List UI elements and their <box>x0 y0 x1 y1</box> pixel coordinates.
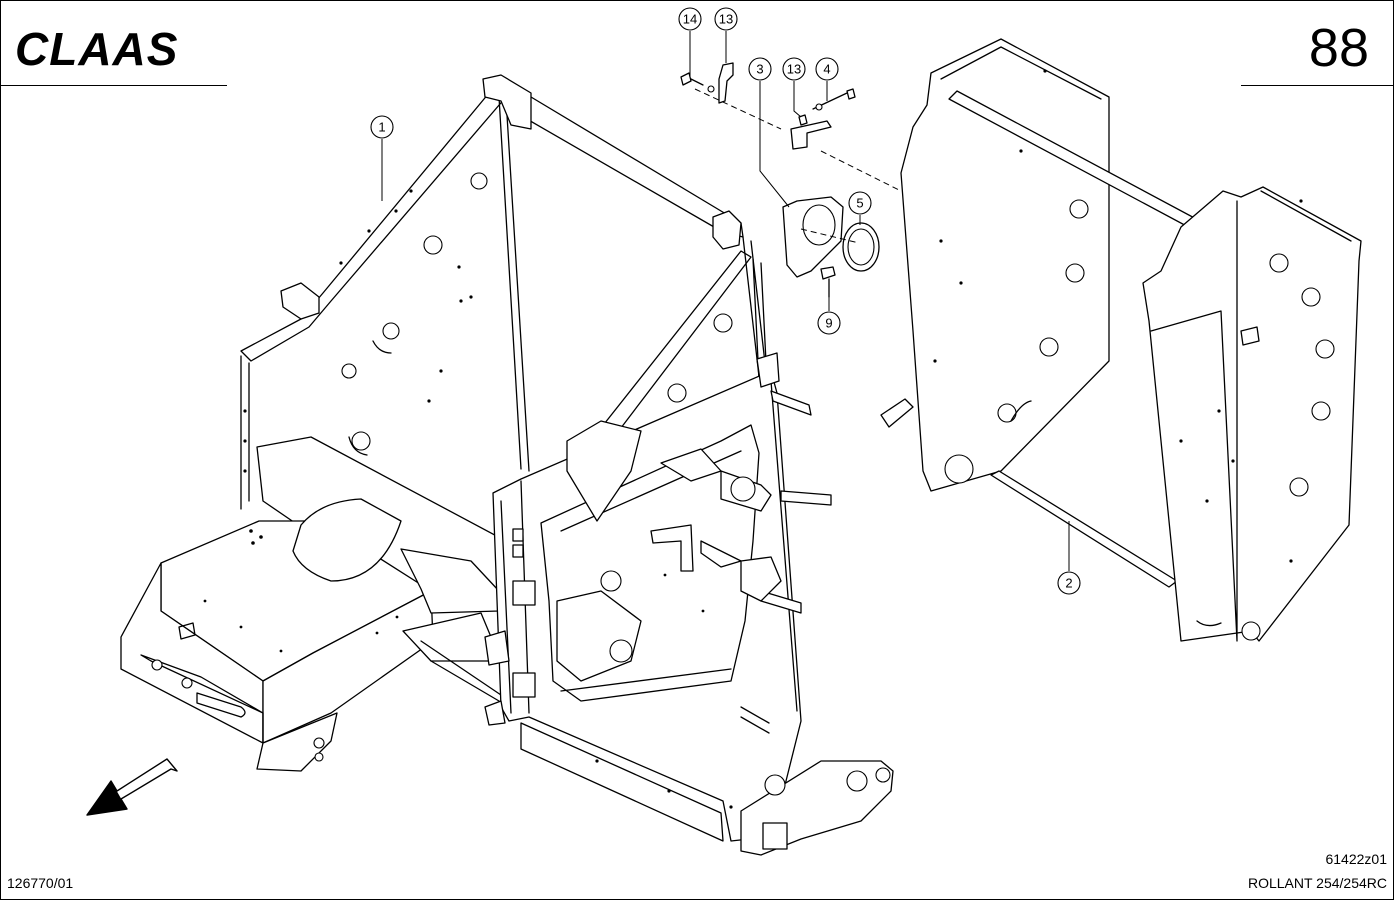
callout-9: 9 <box>817 311 841 335</box>
drawing-reference: 61422z01 <box>1325 851 1387 867</box>
lower-chassis <box>120 436 522 772</box>
callout-label: 5 <box>856 196 863 211</box>
callout-3: 3 <box>748 57 772 81</box>
claas-logo: CLAAS <box>15 23 178 73</box>
document-number: 126770/01 <box>7 875 74 891</box>
callout-4: 4 <box>815 57 839 81</box>
callout-label: 2 <box>1065 576 1072 591</box>
callout-13-upper: 13 <box>714 7 738 31</box>
header-rule-right <box>1241 85 1393 86</box>
callout-label: 3 <box>756 62 763 77</box>
callout-label: 1 <box>378 120 385 135</box>
callout-label: 14 <box>683 12 697 27</box>
callout-label: 13 <box>787 62 801 77</box>
callout-13-lower: 13 <box>782 57 806 81</box>
hardware-group <box>680 62 902 298</box>
callout-label: 9 <box>825 316 832 331</box>
header-rule-left <box>1 85 227 86</box>
callout-leaders <box>381 31 1070 571</box>
right-side-frame <box>880 38 1362 642</box>
callout-label: 13 <box>719 12 733 27</box>
callout-2: 2 <box>1057 571 1081 595</box>
direction-arrow-icon <box>86 758 178 816</box>
callout-label: 4 <box>823 62 830 77</box>
model-name: ROLLANT 254/254RC <box>1247 875 1387 891</box>
callout-5: 5 <box>848 191 872 215</box>
brand-logo-text: CLAAS <box>15 23 178 73</box>
callout-14: 14 <box>678 7 702 31</box>
center-main-frame <box>484 352 894 856</box>
page-number: 88 <box>1308 18 1369 78</box>
callout-1: 1 <box>370 115 394 139</box>
